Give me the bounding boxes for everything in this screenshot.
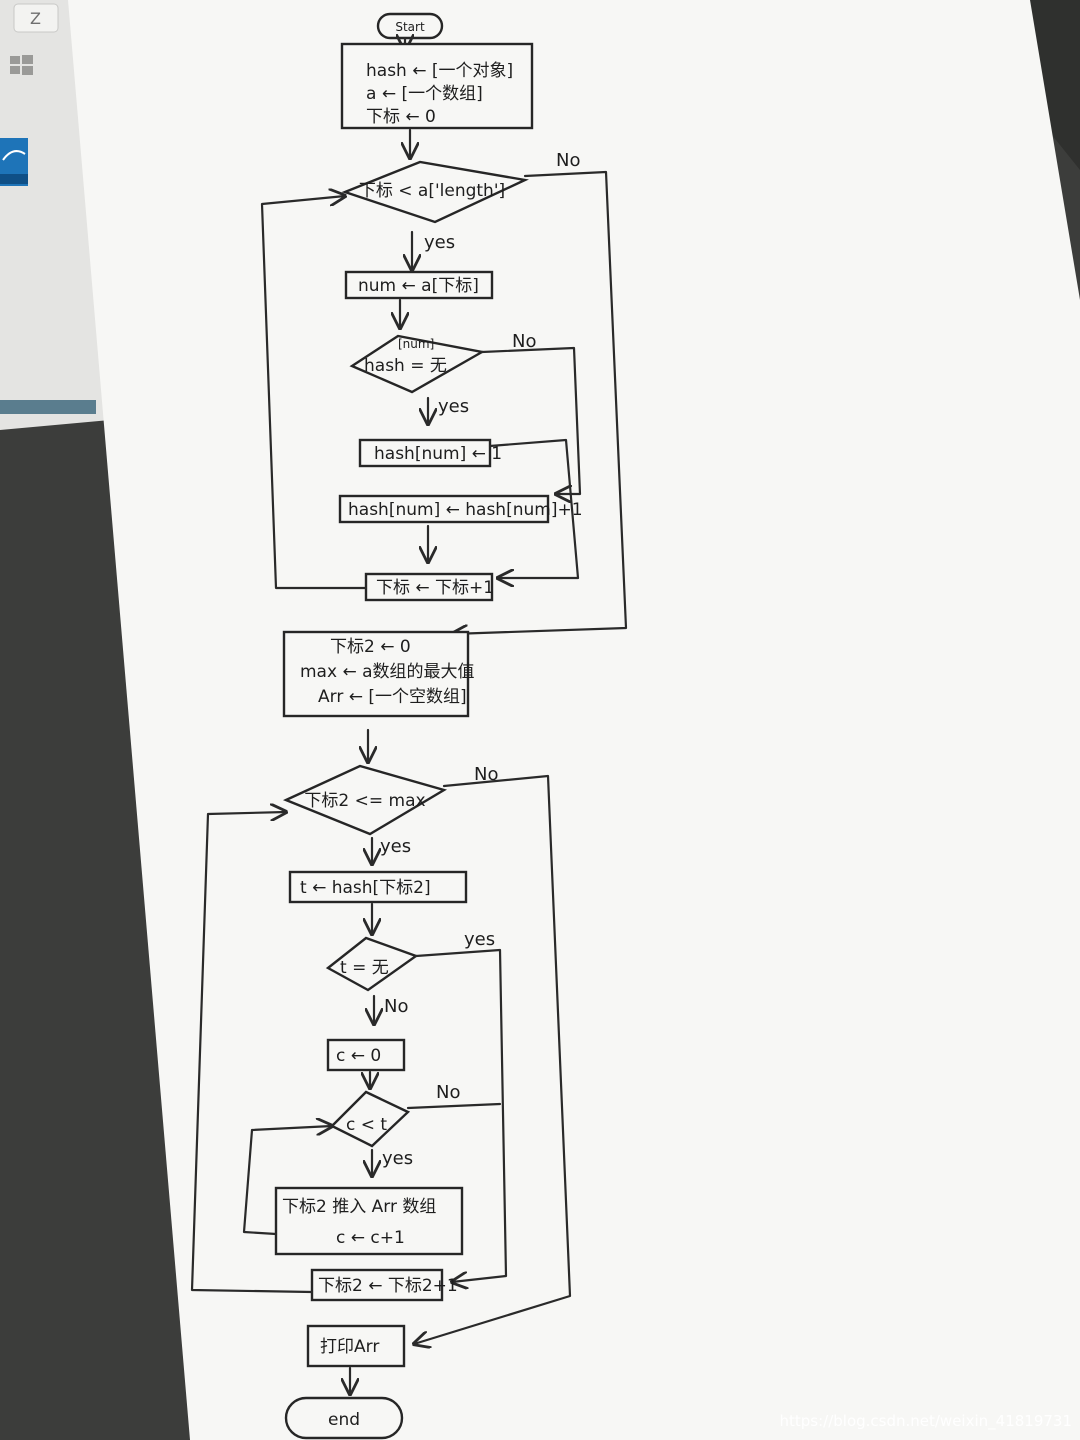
hash-check-superscript: [num] (398, 337, 434, 351)
t-check-no-label: No (384, 996, 408, 1017)
laptop-edge (0, 400, 96, 414)
hash-increment-label: hash[num] ← hash[num]+1 (348, 500, 583, 520)
index-increment-label: 下标 ← 下标+1 (376, 578, 494, 598)
hash-check-no-label: No (512, 331, 536, 352)
init2-line-1: 下标2 ← 0 (330, 637, 411, 657)
loop3-back-connector (242, 1126, 332, 1236)
loop2-decision: 下标2 <= max (282, 764, 448, 836)
hash-set-one-box: hash[num] ← 1 (358, 438, 502, 468)
hash-increment-box: hash[num] ← hash[num]+1 (338, 494, 583, 524)
init-line-3: 下标 ← 0 (366, 107, 436, 127)
init2-line-2: max ← a数组的最大值 (300, 662, 475, 682)
loop3-yes-label: yes (382, 1148, 413, 1169)
init2-box: 下标2 ← 0 max ← a数组的最大值 Arr ← [一个空数组] (282, 630, 475, 718)
init-box: hash ← [一个对象] a ← [一个数组] 下标 ← 0 (340, 42, 534, 130)
loop3-condition-label: c < t (346, 1115, 387, 1135)
loop3-decision: c < t (329, 1090, 411, 1148)
init-line-2: a ← [一个数组] (366, 84, 483, 104)
loop1-yes-label: yes (424, 232, 455, 253)
index-increment-box: 下标 ← 下标+1 (364, 572, 494, 602)
assign-num-box: num ← a[下标] (344, 270, 494, 300)
print-label: 打印Arr (320, 1337, 379, 1357)
end-node: end (284, 1396, 404, 1440)
hash-check-label: hash = 无 (364, 356, 447, 376)
t-check-label: t = 无 (340, 958, 389, 978)
loop2-no-label: No (474, 764, 498, 785)
init2-line-3: Arr ← [一个空数组] (318, 687, 467, 707)
assign-t-label: t ← hash[下标2] (300, 878, 431, 898)
loop2-back-connector (190, 812, 314, 1294)
t-check-yes-connector (414, 948, 508, 1282)
hash-set-one-label: hash[num] ← 1 (374, 444, 502, 464)
t-check-yes-label: yes (464, 929, 495, 950)
keyboard-key-z (13, 3, 59, 33)
watermark-text: https://blog.csdn.net/weixin_41819731 (779, 1412, 1072, 1431)
assign-c-box: c ← 0 (326, 1038, 406, 1072)
loop2-condition-label: 下标2 <= max (304, 791, 425, 811)
hash-check-decision: [num] hash = 无 (349, 334, 486, 394)
windows-logo-icon (10, 55, 33, 75)
hash-no-connector (480, 346, 582, 494)
assign-num-label: num ← a[下标] (358, 276, 479, 296)
hash-check-yes-label: yes (438, 396, 469, 417)
loop2-yes-label: yes (380, 836, 411, 857)
loop2-exit-connector (414, 774, 572, 1344)
loop1-condition-label: 下标 < a['length'] (359, 181, 505, 201)
print-box: 打印Arr (306, 1324, 406, 1368)
index2-increment-label: 下标2 ← 下标2+1 (318, 1276, 458, 1296)
loop1-exit-connector (452, 170, 628, 634)
hash-set-one-connector (488, 438, 580, 578)
start-label: Start (395, 20, 425, 34)
loop1-decision: 下标 < a['length'] (341, 160, 529, 224)
end-label: end (328, 1410, 360, 1430)
push-line-2: c ← c+1 (336, 1228, 405, 1248)
key-label: Z (30, 9, 41, 28)
init-line-1: hash ← [一个对象] (366, 61, 513, 81)
loop3-no-label: No (436, 1082, 460, 1103)
loop1-no-label: No (556, 150, 580, 171)
push-line-1: 下标2 推入 Arr 数组 (282, 1197, 436, 1217)
index2-increment-box: 下标2 ← 下标2+1 (310, 1268, 458, 1302)
assign-c-label: c ← 0 (336, 1046, 381, 1066)
start-node: Start (376, 12, 444, 40)
assign-t-box: t ← hash[下标2] (288, 870, 468, 904)
loop1-back-connector (260, 196, 368, 590)
energy-star-sticker-icon (0, 138, 28, 186)
paper-sheet (68, 0, 1080, 1440)
loop3-no-connector (406, 1102, 502, 1110)
push-box: 下标2 推入 Arr 数组 c ← c+1 (274, 1186, 464, 1256)
